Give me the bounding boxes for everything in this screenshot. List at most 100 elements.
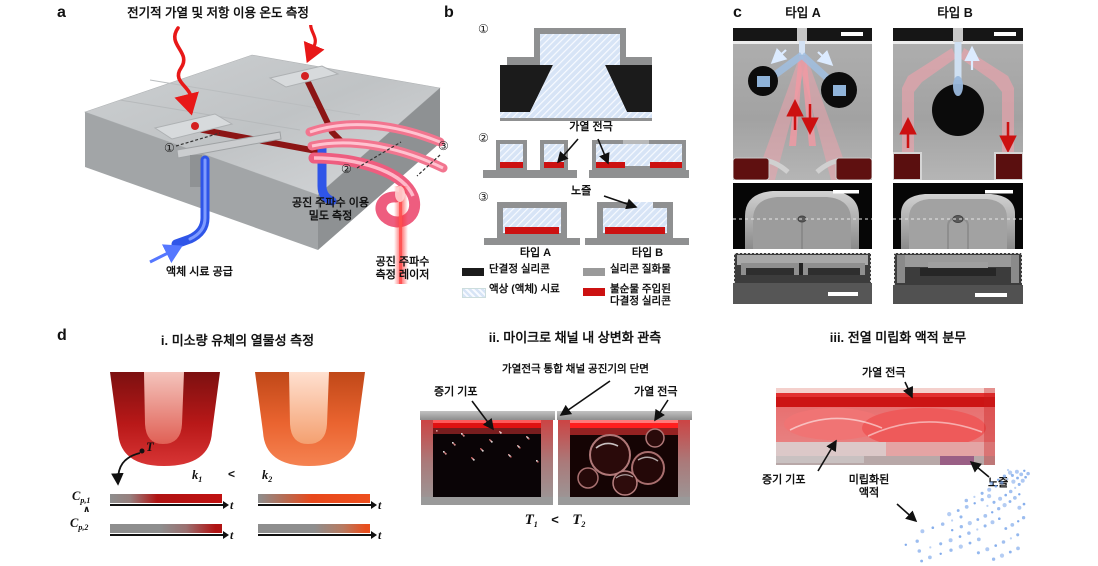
cp-caret: ∧ — [83, 504, 91, 514]
spray-title: iii. 전열 미립화 액적 분무 — [829, 330, 967, 345]
sem-top-view-type-a — [733, 183, 872, 249]
return-tube — [317, 143, 337, 206]
legend-label-silicon-nitride: 실리콘 질화물 — [610, 263, 671, 275]
time-symbol: t — [378, 528, 382, 542]
t1-base: T — [524, 512, 534, 528]
panel-c-letter: c — [733, 4, 742, 21]
channel-resonator-illustration — [420, 411, 692, 505]
channel-interior-cold — [433, 428, 541, 497]
heating-curve-bar-cp1-k2 — [258, 494, 370, 503]
type-a-label-b: 타입 A — [519, 247, 552, 259]
scale-bar — [975, 293, 1007, 297]
legend-swatch-doped-polysilicon — [583, 288, 605, 296]
heater-electrode-label-iii: 가열 전극 — [862, 367, 906, 379]
fab-step2-diagram — [483, 140, 689, 178]
reference-cantilever — [176, 131, 282, 159]
heating-curve-bar-cp2-k1 — [110, 524, 222, 533]
laser-beam — [399, 186, 402, 284]
scale-bar — [985, 190, 1013, 194]
cp2-base: C — [70, 516, 79, 530]
paddle-high-conductivity — [255, 372, 365, 466]
temp-symbol: T — [146, 440, 154, 454]
fab-step-1-marker: ① — [478, 22, 489, 36]
electrode-pad — [733, 157, 770, 180]
panel-a-letter: a — [57, 4, 66, 21]
sem-cross-section-type-b — [893, 252, 1023, 304]
time-axis — [258, 531, 377, 539]
scale-bar — [833, 190, 859, 194]
cantilever-paddles-illustration — [110, 372, 365, 466]
nozzle-region — [940, 456, 974, 465]
k1-symbol: k1 — [192, 468, 202, 484]
laser-label: 공진 주파수 측정 레이저 — [375, 256, 430, 281]
k2-base: k — [262, 468, 269, 482]
type-b-label-b: 타입 B — [631, 247, 664, 259]
vapor-bubble-region — [784, 408, 884, 440]
k2-sub: 2 — [268, 475, 273, 484]
heater-electrode-label-ii: 가열 전극 — [634, 386, 678, 398]
legend-swatch-liquid-sample — [462, 288, 486, 298]
nozzle-label: 노즐 — [571, 185, 592, 197]
atomized-droplet-label: 미립화된 액적 — [848, 474, 890, 499]
electrode-pad — [893, 152, 922, 180]
pink-channel-overlay — [902, 48, 956, 168]
time-symbol: t — [230, 498, 234, 512]
fabrication-diagram — [483, 28, 689, 245]
t2-symbol: T2 — [572, 512, 586, 529]
pad-hot-spot-1 — [191, 122, 199, 130]
fab-step-2-marker: ② — [478, 131, 489, 145]
device-3d-illustration — [84, 25, 448, 284]
panel-d-letter: d — [57, 327, 67, 344]
nozzle-label-iii: 노즐 — [988, 477, 1009, 489]
time-symbol: t — [230, 528, 234, 542]
resonator-section-label: 가열전극 통합 채널 공진기의 단면 — [502, 363, 649, 375]
pad-hot-spot-2 — [301, 72, 309, 80]
k1-sub: 1 — [198, 475, 203, 484]
legend-label-single-crystal-si: 단결정 실리콘 — [489, 263, 550, 275]
time-symbol: t — [378, 498, 382, 512]
heating-wavy-arrow-1 — [173, 26, 199, 116]
cantilever-support — [190, 155, 202, 187]
cp1-sub: p,1 — [80, 496, 91, 505]
inlet-port — [932, 84, 984, 136]
time-axis — [110, 531, 229, 539]
fab-step3-diagram — [484, 202, 689, 245]
scale-bar — [828, 292, 858, 296]
t2-sub: 2 — [581, 520, 586, 529]
liquid-supply-label: 액체 시료 공급 — [166, 266, 233, 278]
vapor-bubble-label-iii: 증기 기포 — [762, 474, 806, 486]
k-less-than: < — [228, 467, 236, 481]
time-axis — [110, 501, 229, 509]
k2-symbol: k2 — [262, 468, 272, 484]
optical-image-type-a — [733, 28, 872, 180]
t2-base: T — [572, 512, 582, 528]
cp2-symbol: Cp,2 — [70, 516, 88, 532]
heating-curve-bar-cp1-k1 — [110, 494, 222, 503]
channel-hot — [557, 411, 692, 505]
fab-step1-diagram — [500, 28, 652, 121]
t1-sub: 1 — [533, 520, 538, 529]
type-b-title-c: 타입 B — [937, 6, 973, 20]
legend-swatch-silicon-nitride — [583, 268, 605, 276]
temperature-comparison: T1 < T2 — [500, 511, 610, 529]
type-a-title-c: 타입 A — [785, 6, 821, 20]
scale-bar — [994, 32, 1016, 36]
droplet-spray — [904, 468, 1030, 563]
laser-spot — [395, 186, 405, 202]
marker-1: ① — [164, 141, 175, 155]
t-less-than: < — [551, 512, 559, 527]
spray-channel-photo — [776, 388, 995, 465]
optical-image-type-b — [893, 28, 1023, 180]
sem-top-view-type-b — [893, 183, 1023, 249]
time-axis — [258, 501, 377, 509]
heating-wavy-arrow-2 — [303, 25, 325, 63]
cp2-sub: p,2 — [78, 523, 89, 532]
thermal-measure-title: i. 미소량 유체의 열물성 측정 — [160, 333, 315, 348]
k1-base: k — [192, 468, 199, 482]
marker-3: ③ — [438, 139, 449, 153]
boiling-bubbles — [577, 428, 665, 496]
cp1-symbol: Cp,1 — [72, 489, 90, 505]
panel-a-title: 전기적 가열 및 저항 이용 온도 측정 — [127, 6, 309, 20]
heater-electrode-label: 가열 전극 — [569, 121, 613, 133]
